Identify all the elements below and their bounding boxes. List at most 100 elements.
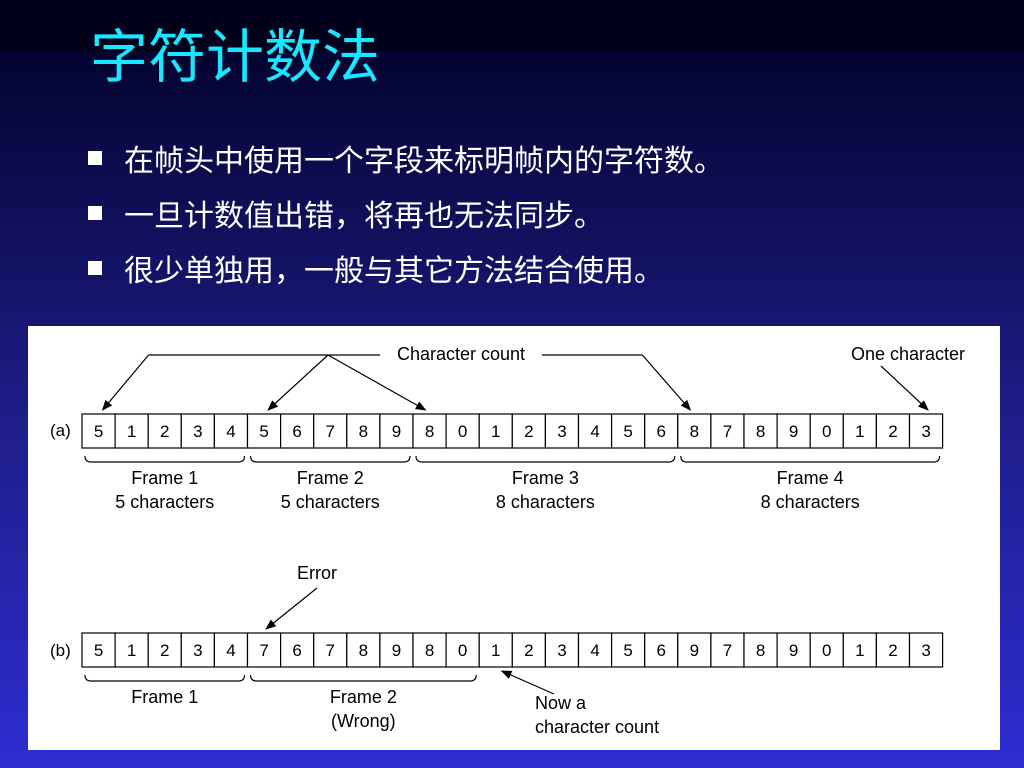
row-a-cell [81, 413, 116, 449]
row-a-cell-value: 8 [425, 422, 434, 441]
row-b-cell-value: 3 [193, 641, 202, 660]
row-a-cell [776, 413, 811, 449]
bullet-item: 在帧头中使用一个字段来标明帧内的字符数。 [88, 130, 724, 185]
one-character-arrow [880, 365, 929, 411]
row-a-cell-value: 2 [888, 422, 897, 441]
row-a-cell-value: 5 [94, 422, 103, 441]
one-character-label: One character [851, 344, 965, 364]
row-b-cell-value: 9 [690, 641, 699, 660]
bullet-text: 一旦计数值出错，将再也无法同步。 [124, 198, 604, 234]
row-b-cell [478, 632, 513, 668]
row-a-cell-value: 9 [789, 422, 798, 441]
row-a-cell-value: 1 [127, 422, 136, 441]
row-b-cell [610, 632, 646, 668]
row-a-frame-length: 5 characters [281, 492, 380, 512]
row-b-cell [677, 632, 712, 668]
row-a-cell-value: 4 [226, 422, 235, 441]
row-b-cell-value: 9 [789, 641, 798, 660]
row-b-cell-value: 9 [392, 641, 401, 660]
row-b-cell [180, 632, 216, 668]
row-a-frame-brace [84, 455, 246, 463]
row-b-cell-value: 7 [723, 641, 732, 660]
row-b-cell-value: 6 [657, 641, 666, 660]
row-a-frame-length: 8 characters [761, 492, 860, 512]
row-b-cell [280, 632, 315, 668]
row-b-cell-value: 2 [888, 641, 897, 660]
row-b-cell-value: 6 [292, 641, 301, 660]
row-b-cell-value: 5 [94, 641, 103, 660]
row-a-cell [842, 413, 877, 449]
row-b-cell [213, 632, 249, 668]
row-a-cell-value: 7 [723, 422, 732, 441]
character-count-now-label: character count [535, 717, 659, 737]
row-a-cell [313, 413, 348, 449]
row-b-cell [544, 632, 580, 668]
row-b-cell [147, 632, 182, 668]
row-a-cell [875, 413, 911, 449]
bullet-item: 很少单独用，一般与其它方法结合使用。 [88, 240, 724, 295]
row-b-cell [809, 632, 844, 668]
row-a-frame-length: 8 characters [496, 492, 595, 512]
row-a-frame-brace [249, 455, 411, 463]
row-b-cell-value: 0 [458, 641, 467, 660]
diagram-panel: (a) Character count One character (b) Er… [28, 326, 1000, 750]
row-a-cell-value: 2 [524, 422, 533, 441]
now-character-count-arrow [500, 670, 555, 695]
row-b-cell [346, 632, 381, 668]
character-count-arrow [327, 354, 427, 411]
row-b-cell-value: 8 [359, 641, 368, 660]
slide-title: 字符计数法 [90, 23, 381, 91]
row-a-cell [445, 413, 480, 449]
row-a-frame-brace [680, 455, 941, 463]
row-a-cell-value: 2 [160, 422, 169, 441]
row-b-label: (b) [50, 641, 71, 660]
row-a-cell-value: 5 [259, 422, 268, 441]
row-b-cell-value: 1 [127, 641, 136, 660]
row-a-cell-value: 1 [855, 422, 864, 441]
row-a-cell-value: 3 [557, 422, 566, 441]
row-a-cell [677, 413, 712, 449]
error-arrow [265, 587, 318, 630]
row-a-cell [379, 413, 414, 449]
row-a-cell [246, 413, 282, 449]
row-a-frame-name: Frame 3 [512, 468, 579, 488]
row-b-frame-name: Frame 1 [131, 687, 198, 707]
row-a-frame-length: 5 characters [115, 492, 214, 512]
row-b-cell-value: 8 [425, 641, 434, 660]
row-a-cell-value: 3 [921, 422, 930, 441]
row-b-frame-brace [249, 674, 477, 682]
row-a-frame-brace [415, 455, 676, 463]
row-a-cell [809, 413, 844, 449]
row-a-cell-value: 8 [359, 422, 368, 441]
row-a-cell-value: 9 [392, 422, 401, 441]
row-b-cell-value: 2 [524, 641, 533, 660]
error-label: Error [297, 563, 337, 583]
row-a-cell [511, 413, 546, 449]
now-a-label: Now a [535, 693, 587, 713]
row-a-frame-name: Frame 1 [131, 468, 198, 488]
row-b-cell [842, 632, 877, 668]
row-b-frame-length: (Wrong) [331, 711, 396, 731]
row-a-cell-value: 0 [822, 422, 831, 441]
character-count-label: Character count [397, 344, 525, 364]
row-a-cell [577, 413, 613, 449]
row-b-cell-value: 1 [855, 641, 864, 660]
row-a-cell [743, 413, 778, 449]
row-b-frame-brace [84, 674, 246, 682]
row-a-cell-value: 8 [756, 422, 765, 441]
row-b-cell-value: 2 [160, 641, 169, 660]
row-a-cell-value: 1 [491, 422, 500, 441]
row-a-cell-value: 7 [326, 422, 335, 441]
row-a-frame-name: Frame 4 [777, 468, 844, 488]
row-a-cell-value: 8 [690, 422, 699, 441]
row-a-cell-value: 5 [623, 422, 632, 441]
bullet-text: 很少单独用，一般与其它方法结合使用。 [124, 253, 664, 289]
bullet-square-icon [88, 260, 102, 275]
row-b-cell-value: 1 [491, 641, 500, 660]
row-b-frame-name: Frame 2 [330, 687, 397, 707]
row-b-cell [710, 632, 745, 668]
row-b-cell-value: 4 [590, 641, 599, 660]
row-b-cell-value: 8 [756, 641, 765, 660]
row-b-cell [908, 632, 944, 668]
row-b-cell-value: 3 [921, 641, 930, 660]
